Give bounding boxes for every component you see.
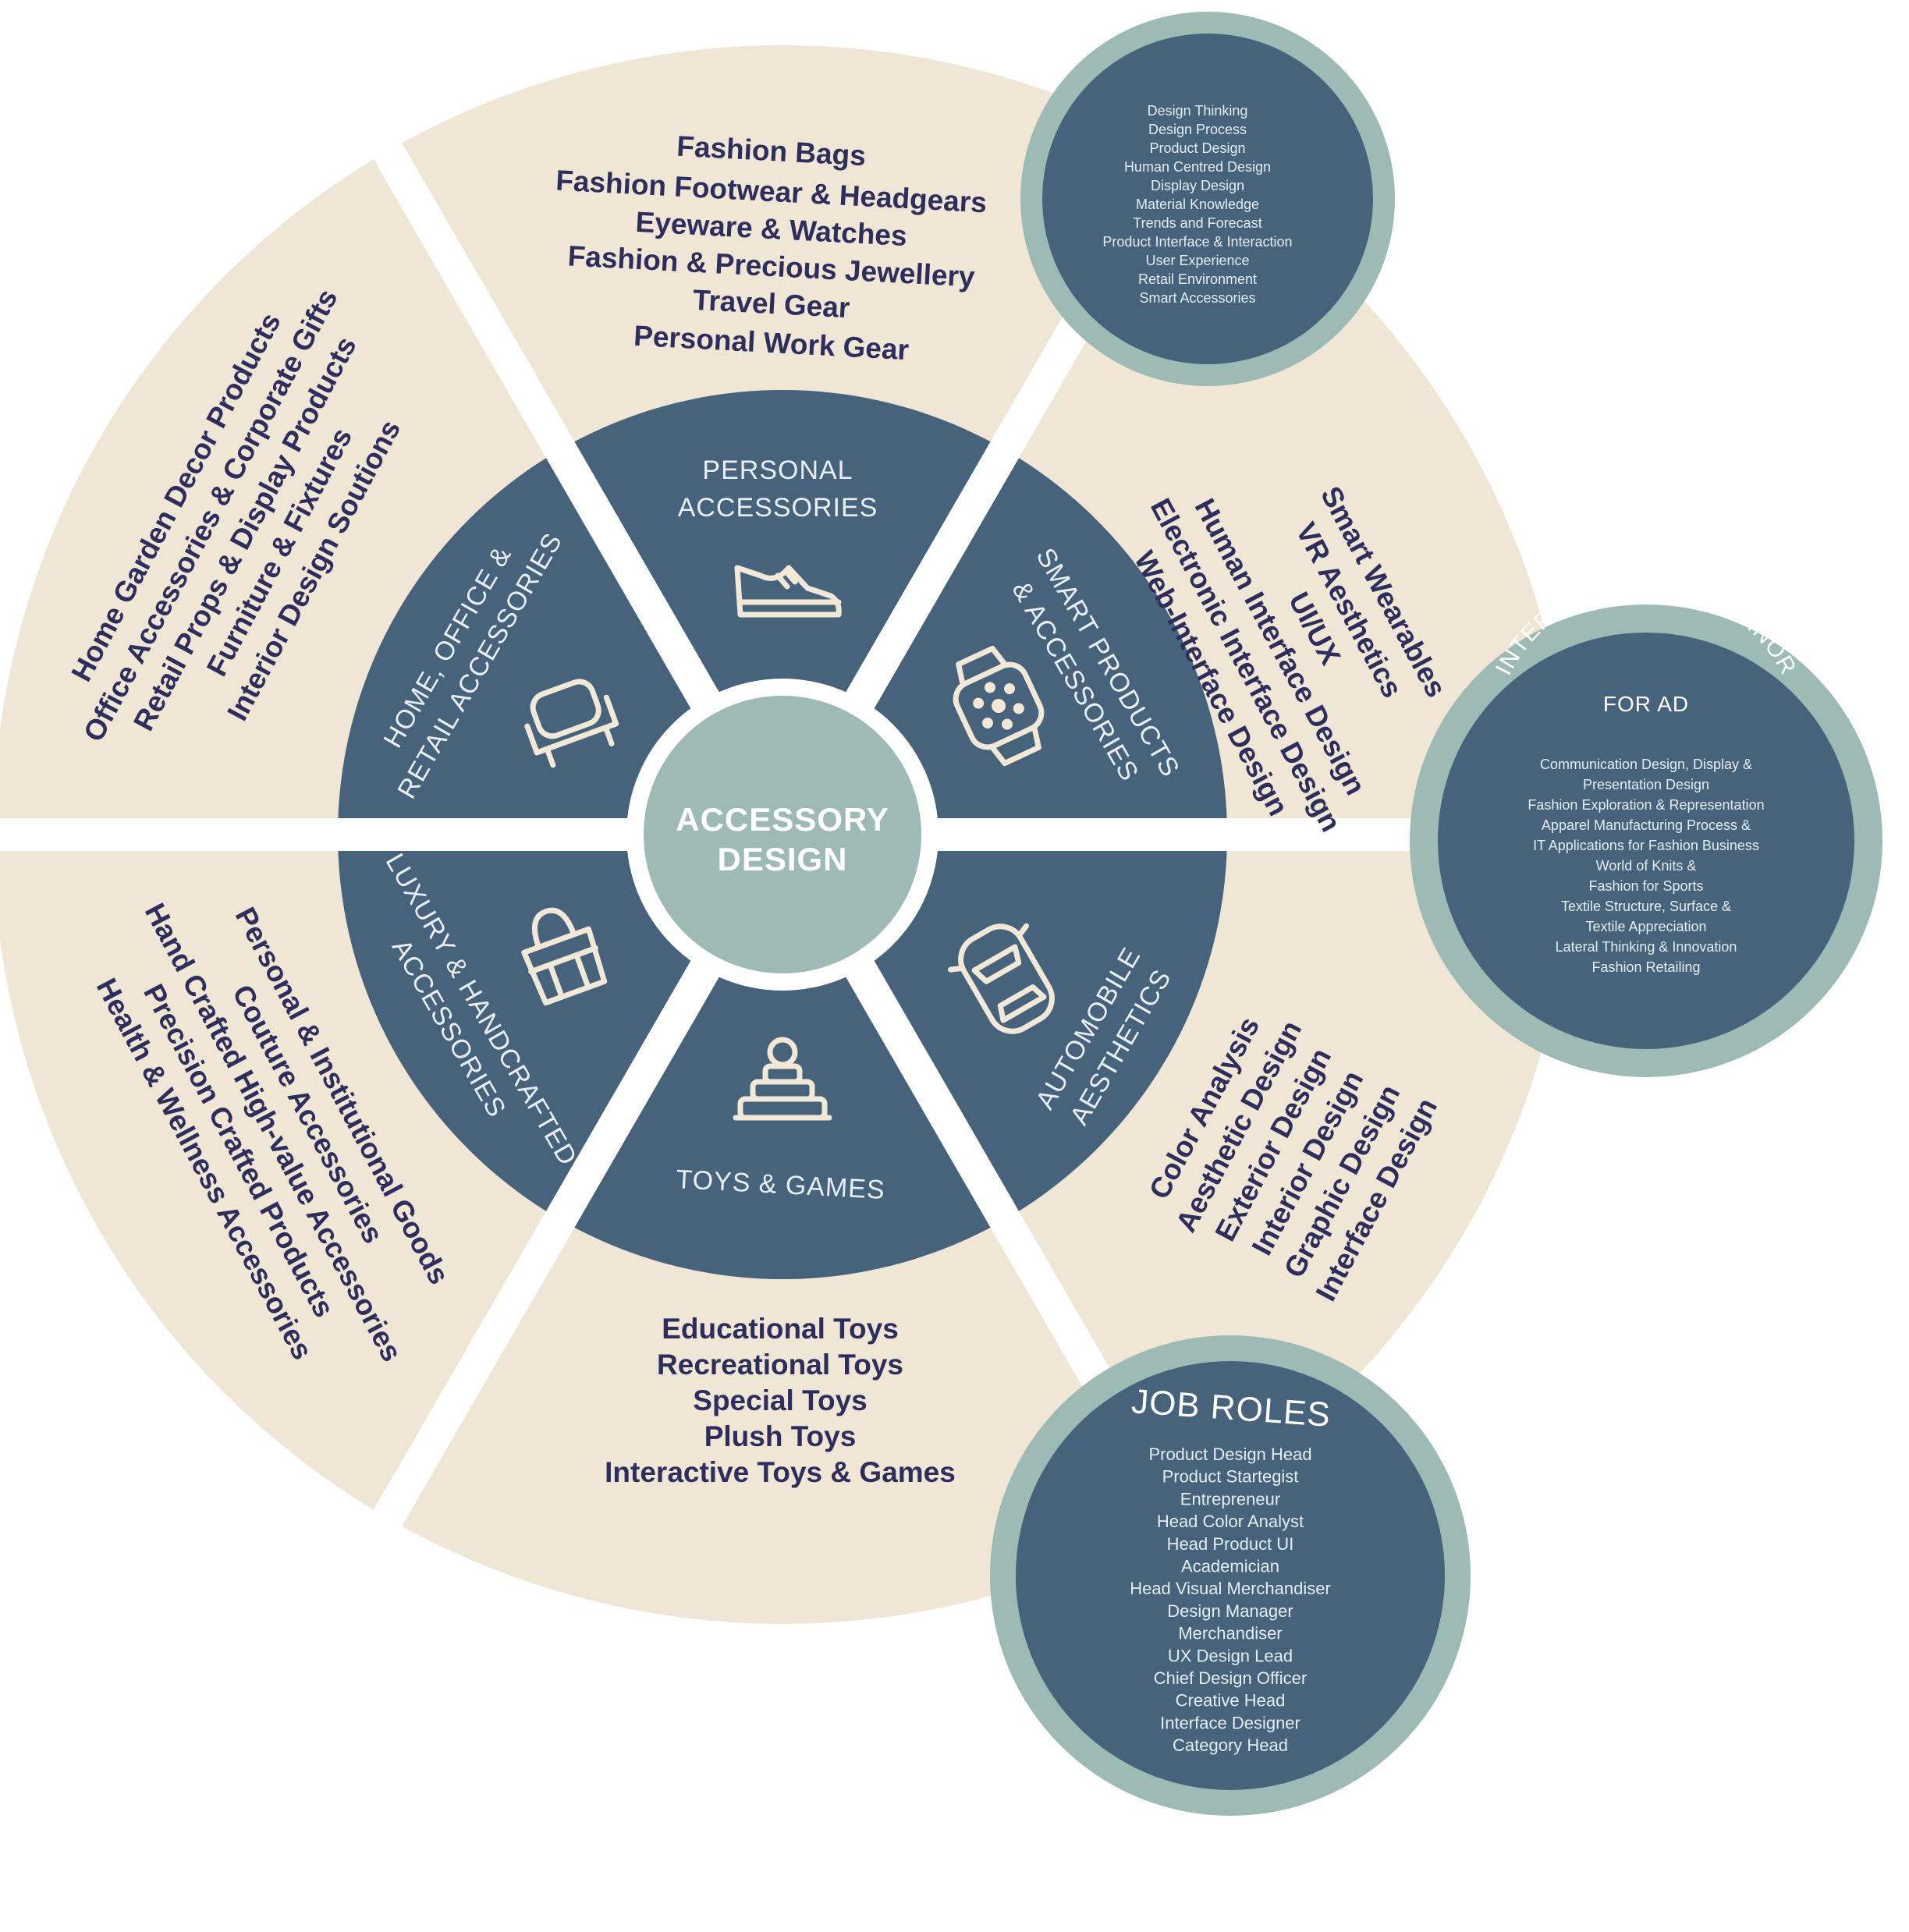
job-role-item: Academician xyxy=(1181,1557,1279,1576)
handbag-icon xyxy=(521,907,608,1006)
toys-item: Interactive Toys & Games xyxy=(605,1456,956,1488)
job-role-item: Product Startegist xyxy=(1162,1467,1299,1487)
job-role-item: Design Manager xyxy=(1167,1601,1293,1621)
car-icon xyxy=(948,923,1055,1034)
sector-divider xyxy=(366,130,729,725)
minor-subtitle: FOR AD xyxy=(1603,692,1689,716)
toys-item: Special Toys xyxy=(693,1384,867,1416)
center-disc xyxy=(644,696,921,973)
segment-personal: PERSONAL ACCESSORIES xyxy=(678,456,878,618)
minor-item: Fashion for Sports xyxy=(1588,878,1703,894)
minor-item: IT Applications for Fashion Business xyxy=(1533,838,1759,853)
center-circle: ACCESSORY DESIGN xyxy=(644,696,921,973)
minor-item: Fashion Exploration & Representation xyxy=(1528,797,1764,813)
personal-label-line1: PERSONAL xyxy=(702,456,853,485)
minor-item: Lateral Thinking & Innovation xyxy=(1556,939,1737,955)
job-role-item: Product Design Head xyxy=(1148,1445,1311,1464)
job-role-item: UX Design Lead xyxy=(1168,1646,1293,1665)
job-role-item: Merchandiser xyxy=(1178,1624,1282,1643)
center-title-line1: ACCESSORY xyxy=(676,801,889,838)
core-strength-item: Retail Environment xyxy=(1138,271,1257,287)
minor-item: Apparel Manufacturing Process & xyxy=(1542,817,1751,833)
job-role-item: Interface Designer xyxy=(1160,1713,1300,1732)
minor-item: Textile Appreciation xyxy=(1585,919,1706,934)
core-strengths-disc xyxy=(1042,34,1373,364)
sneaker-icon xyxy=(734,565,842,618)
minor-list: Communication Design, Display & Presentat… xyxy=(1528,757,1764,975)
minor-item: Textile Structure, Surface & xyxy=(1561,899,1731,914)
toys-item: Recreational Toys xyxy=(657,1349,903,1381)
outer-ring-band xyxy=(0,45,1572,1624)
job-role-item: Category Head xyxy=(1173,1735,1288,1755)
toys-item: Educational Toys xyxy=(662,1313,899,1345)
minor-item: Communication Design, Display & xyxy=(1540,757,1752,772)
inner-ring-band xyxy=(338,390,1227,1279)
job-role-item: Head Visual Merchandiser xyxy=(1130,1579,1331,1598)
minor-item: Presentation Design xyxy=(1583,777,1709,792)
stacking-toy-icon xyxy=(733,1037,832,1121)
job-role-item: Head Color Analyst xyxy=(1157,1512,1304,1531)
job-role-item: Creative Head xyxy=(1176,1691,1286,1710)
job-role-item: Head Product UI xyxy=(1167,1534,1294,1554)
job-role-item: Entrepreneur xyxy=(1180,1489,1280,1508)
core-strength-item: Material Knowledge xyxy=(1136,197,1259,212)
minor-badge: INTER DISCIPLINARY MINOR FOR AD Communic… xyxy=(1410,570,1882,1077)
minor-item: World of Knits & xyxy=(1596,858,1697,874)
sector-divider xyxy=(366,945,729,1539)
minor-item: Fashion Retailing xyxy=(1591,959,1700,975)
toys-item: Plush Toys xyxy=(704,1420,857,1452)
minor-disc xyxy=(1438,633,1854,1049)
outer-ring xyxy=(0,45,1572,1624)
core-strength-item: Product Design xyxy=(1149,140,1245,156)
core-strength-item: Design Thinking xyxy=(1148,103,1248,119)
core-strength-item: User Experience xyxy=(1145,253,1249,268)
job-roles-disc xyxy=(1016,1361,1445,1790)
core-strength-item: Display Design xyxy=(1151,178,1244,193)
core-strength-item: Human Centred Design xyxy=(1124,159,1271,175)
center-title-line2: DESIGN xyxy=(717,841,847,877)
toys-items: Educational Toys Recreational Toys Speci… xyxy=(605,1313,956,1488)
core-strength-item: Trends and Forecast xyxy=(1133,215,1261,231)
job-role-item: Chief Design Officer xyxy=(1154,1668,1307,1688)
smartwatch-icon xyxy=(953,645,1045,767)
inner-ring xyxy=(338,390,1227,1279)
core-strength-item: Design Process xyxy=(1148,122,1247,137)
core-strength-item: Smart Accessories xyxy=(1139,290,1255,306)
chair-icon xyxy=(524,679,619,768)
core-strength-item: Product Interface & Interaction xyxy=(1102,234,1292,250)
personal-label-line2: ACCESSORIES xyxy=(678,493,878,523)
